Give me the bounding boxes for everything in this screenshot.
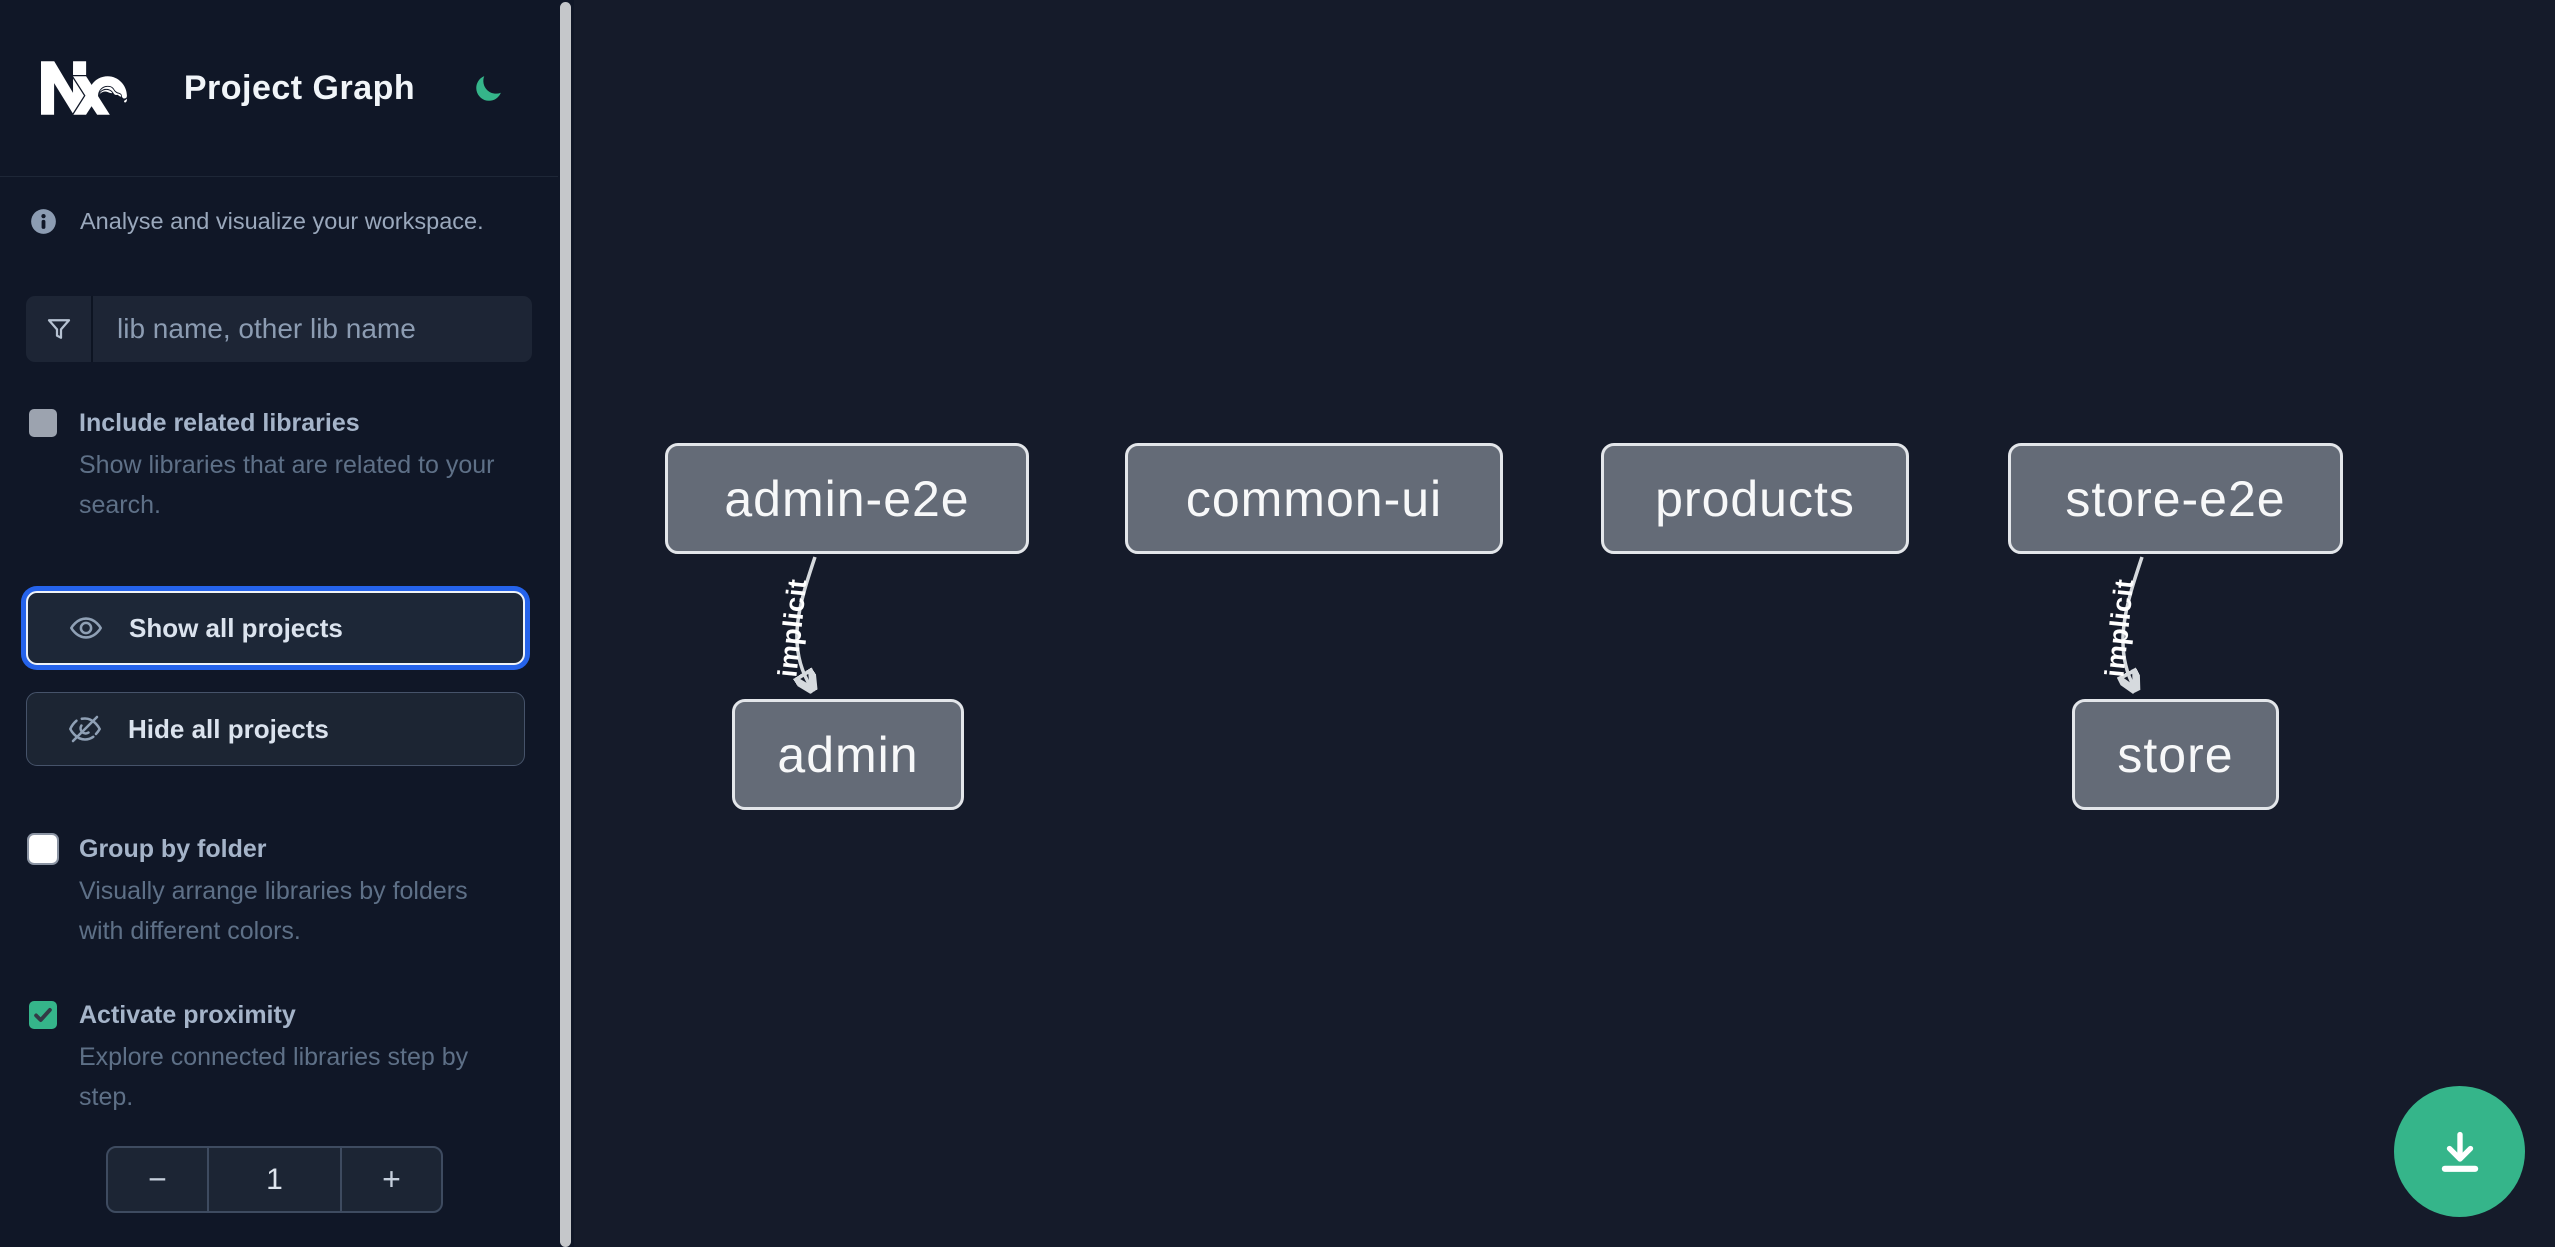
group-by-folder-description: Visually arrange libraries by folders wi… <box>79 877 468 945</box>
graph-node-store-e2e[interactable]: store-e2e <box>2008 443 2343 554</box>
search-input[interactable] <box>93 296 532 362</box>
search-box <box>26 296 532 362</box>
hide-all-projects-button[interactable]: Hide all projects <box>26 692 525 766</box>
show-all-projects-button[interactable]: Show all projects <box>26 591 525 665</box>
info-icon <box>31 209 56 234</box>
proximity-depth-stepper: − 1 + <box>106 1146 443 1213</box>
check-icon <box>34 1008 52 1022</box>
sidebar: Project Graph Analyse and visualize your… <box>0 0 558 1247</box>
edge-admin-e2e-to-admin <box>797 556 815 687</box>
graph-node-admin-e2e[interactable]: admin-e2e <box>665 443 1029 554</box>
group-by-folder-checkbox[interactable] <box>29 835 57 863</box>
include-related-option: Include related libraries Show libraries… <box>29 406 528 525</box>
activate-proximity-label: Activate proximity <box>79 1001 296 1029</box>
include-related-label: Include related libraries <box>79 409 360 437</box>
activate-proximity-checkbox[interactable] <box>29 1001 57 1029</box>
nx-logo-icon <box>41 61 127 115</box>
graph-node-admin[interactable]: admin <box>732 699 964 810</box>
graph-node-products[interactable]: products <box>1601 443 1909 554</box>
graph-canvas[interactable]: implicit implicit admin-e2e common-ui pr… <box>574 0 2555 1247</box>
activate-proximity-option: Activate proximity Explore connected lib… <box>29 998 528 1117</box>
sidebar-header: Project Graph <box>0 0 558 177</box>
decrement-button[interactable]: − <box>108 1148 207 1211</box>
download-icon <box>2441 1131 2478 1172</box>
group-by-folder-label: Group by folder <box>79 835 267 863</box>
eye-off-icon <box>69 715 101 743</box>
intro-row: Analyse and visualize your workspace. <box>30 208 532 235</box>
intro-text: Analyse and visualize your workspace. <box>80 208 484 234</box>
show-all-projects-label: Show all projects <box>129 612 343 643</box>
graph-node-store[interactable]: store <box>2072 699 2279 810</box>
graph-edges <box>574 556 2144 1247</box>
activate-proximity-description: Explore connected libraries step by step… <box>79 1043 469 1111</box>
funnel-icon <box>26 296 93 362</box>
increment-button[interactable]: + <box>342 1148 441 1211</box>
hide-all-projects-label: Hide all projects <box>128 713 329 744</box>
graph-node-common-ui[interactable]: common-ui <box>1125 443 1503 554</box>
page-title: Project Graph <box>183 68 416 107</box>
edge-store-e2e-to-store <box>2123 556 2144 687</box>
sidebar-scrollbar[interactable] <box>558 0 574 1247</box>
proximity-depth-value: 1 <box>207 1148 342 1211</box>
group-by-folder-option: Group by folder Visually arrange librari… <box>29 832 528 951</box>
include-related-description: Show libraries that are related to your … <box>79 451 495 519</box>
download-graph-button[interactable] <box>2394 1086 2525 1217</box>
include-related-checkbox[interactable] <box>29 409 57 437</box>
moon-icon[interactable] <box>472 71 506 105</box>
eye-icon <box>70 617 102 639</box>
scrollbar-thumb[interactable] <box>560 2 571 1247</box>
